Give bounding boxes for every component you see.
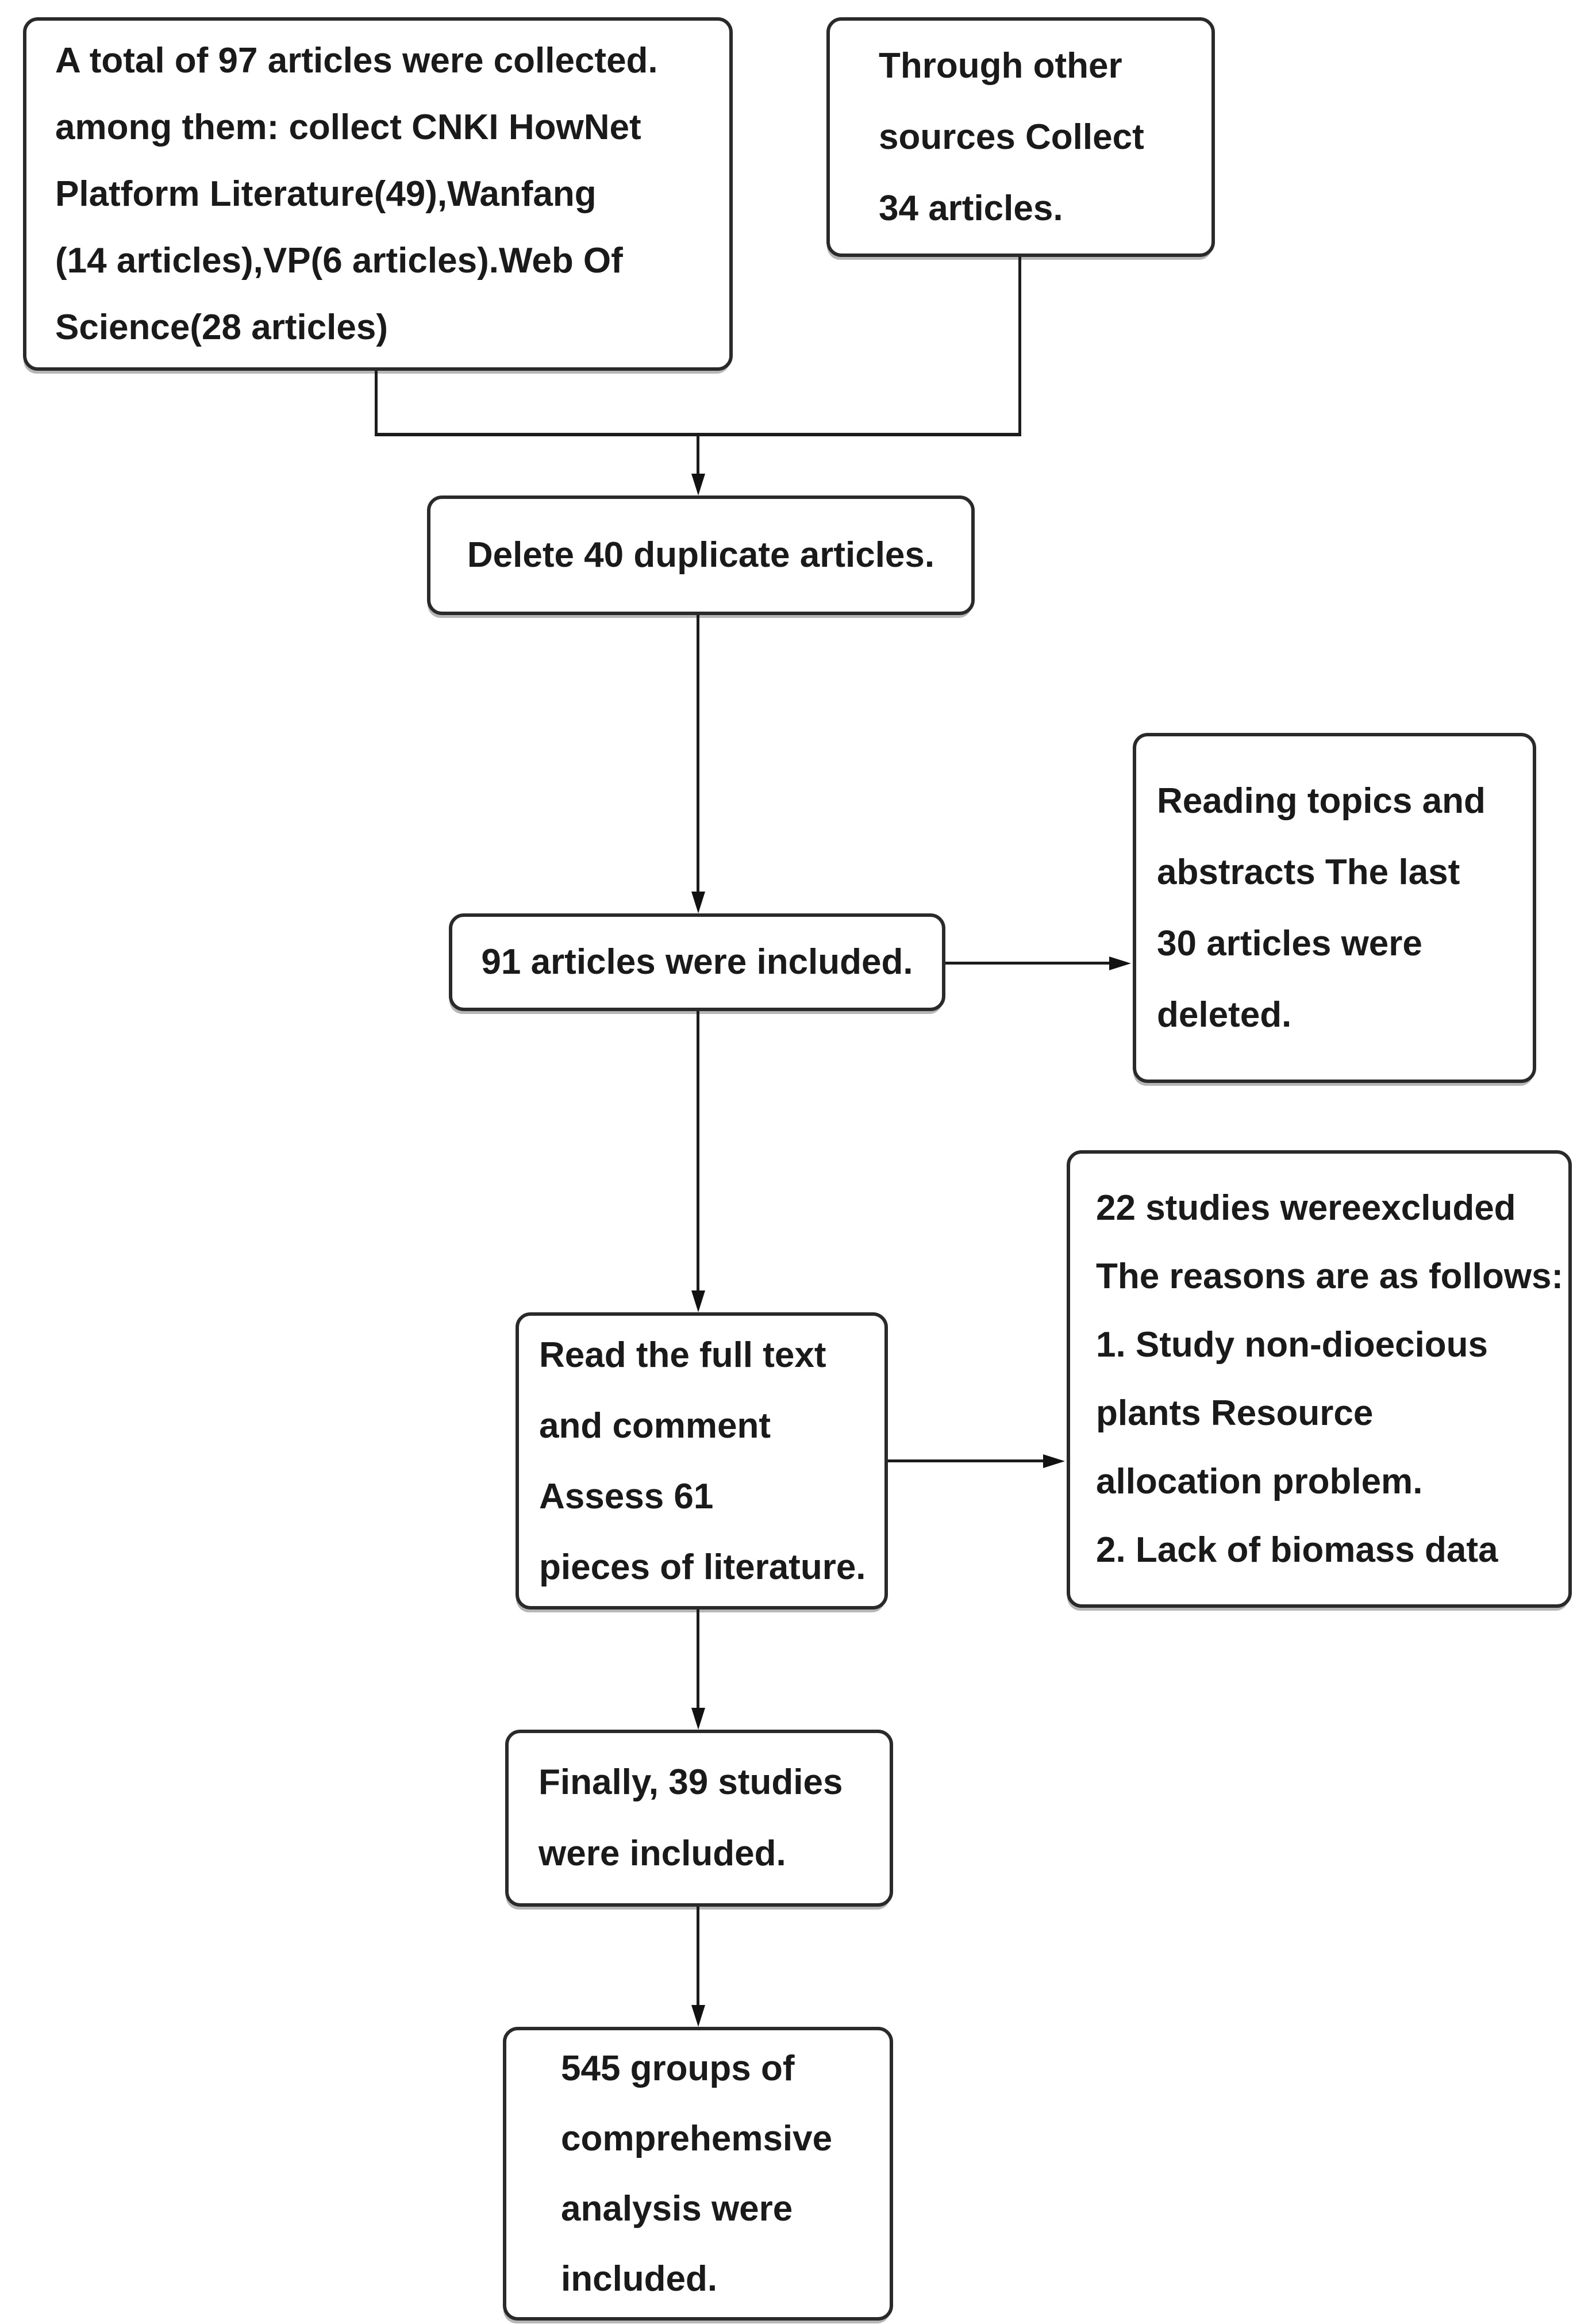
box-text-line: 22 studies wereexcluded — [1096, 1188, 1516, 1228]
box-text-line: Platform Literature(49),Wanfang — [55, 174, 597, 214]
box-articles-collected: A total of 97 articles were collected. a… — [23, 17, 733, 371]
box-text-line: pieces of literature. — [539, 1547, 866, 1587]
box-text-line: 2. Lack of biomass data — [1096, 1530, 1498, 1570]
box-text-line: A total of 97 articles were collected. — [55, 40, 658, 80]
box-text-line: Reading topics and — [1157, 781, 1486, 821]
box-text-line: analysis were — [561, 2188, 793, 2229]
arrowhead-to-final-included — [691, 1708, 705, 1730]
connector-included-to-abstract-excluded-line — [945, 962, 1110, 965]
box-text-line: and comment — [539, 1405, 771, 1446]
box-text-line: Finally, 39 studies — [539, 1762, 843, 1802]
box-text-line: The reasons are as follows: — [1096, 1257, 1564, 1296]
box-text-line: comprehemsive — [561, 2118, 833, 2158]
arrowhead-to-analysis-groups — [691, 2005, 705, 2027]
connector-fulltext-to-final-line — [697, 1609, 699, 1709]
connector-merge-to-delete-line — [697, 435, 699, 476]
box-full-text-excluded: 22 studies wereexcluded The reasons are … — [1067, 1150, 1572, 1608]
box-text-line: were included. — [539, 1834, 786, 1873]
box-text-line: 34 articles. — [879, 188, 1063, 228]
connector-other-sources-down-line — [1018, 257, 1021, 436]
arrowhead-to-delete-duplicates — [691, 474, 705, 495]
arrowhead-to-included-91 — [691, 892, 705, 913]
box-text-line: 1. Study non-dioecious — [1096, 1325, 1488, 1365]
box-full-text-assessment: Read the full text and comment Assess 61… — [516, 1312, 888, 1609]
box-text-line: among them: collect CNKI HowNet — [55, 107, 641, 147]
box-text-line: Science(28 articles) — [55, 307, 389, 347]
box-delete-duplicates: Delete 40 duplicate articles. — [427, 495, 975, 615]
box-final-included-39: Finally, 39 studies were included. — [505, 1730, 893, 1907]
box-other-sources: Through other sources Collect 34 article… — [826, 17, 1215, 257]
box-text-line: included. — [561, 2258, 718, 2299]
box-text-line: sources Collect — [879, 117, 1144, 157]
box-text-line: 91 articles were included. — [481, 942, 913, 982]
box-articles-included-91: 91 articles were included. — [449, 913, 945, 1011]
box-text-line: Through other — [879, 45, 1122, 86]
box-abstract-screening-excluded: Reading topics and abstracts The last 30… — [1133, 733, 1536, 1083]
box-analysis-groups-545: 545 groups of comprehemsive analysis wer… — [503, 2027, 893, 2321]
arrowhead-to-abstract-excluded — [1109, 957, 1131, 970]
connector-final-to-groups-line — [697, 1907, 699, 2006]
box-text-line: (14 articles),VP(6 articles).Web Of — [55, 240, 623, 281]
connector-included-to-fulltext-line — [697, 1011, 699, 1292]
box-text-line: abstracts The last — [1157, 852, 1460, 892]
box-text-line: Assess 61 — [539, 1476, 714, 1516]
box-text-line: deleted. — [1157, 994, 1292, 1035]
box-text-line: plants Resource — [1096, 1393, 1374, 1433]
arrowhead-to-fulltext-assess — [691, 1290, 705, 1312]
box-text-line: allocation problem. — [1096, 1462, 1423, 1501]
arrowhead-to-fulltext-excluded — [1043, 1454, 1065, 1468]
connector-fulltext-to-excluded-line — [888, 1459, 1044, 1462]
box-text-line: 30 articles were — [1157, 923, 1422, 963]
connector-collected-down-line — [375, 371, 378, 436]
connector-delete-to-included-line — [697, 615, 699, 893]
box-text-line: 545 groups of — [561, 2048, 795, 2088]
box-text-line: Delete 40 duplicate articles. — [467, 535, 935, 575]
box-text-line: Read the full text — [539, 1335, 826, 1375]
